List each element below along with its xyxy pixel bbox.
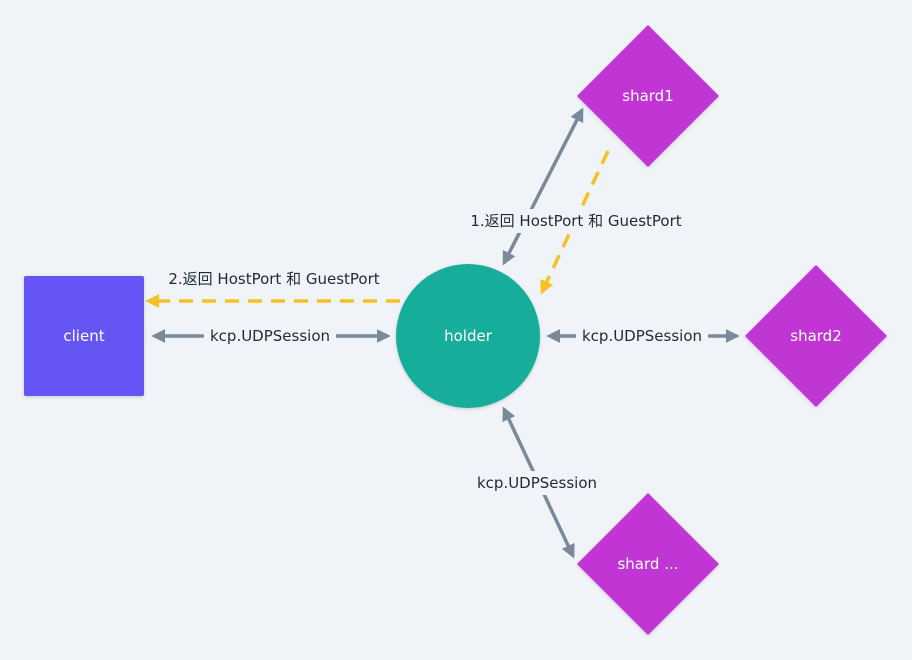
node-shard1[interactable]: shard1 <box>577 25 719 167</box>
edge-label-bg <box>204 324 336 348</box>
edge-label-bg <box>458 209 694 233</box>
edge-label-shard1-holder-return: 1.返回 HostPort 和 GuestPort <box>470 212 681 230</box>
edge-holder-shard1 <box>502 107 584 266</box>
shard-n-diamond <box>577 493 719 635</box>
client-box <box>24 276 144 396</box>
edge-label-bg <box>471 471 603 495</box>
node-shard-n[interactable]: shard ... <box>577 493 719 635</box>
shard1-diamond <box>577 25 719 167</box>
edge-label-holder-shard2: kcp.UDPSession <box>582 327 702 345</box>
edge-label-holder-client-return: 2.返回 HostPort 和 GuestPort <box>168 270 379 288</box>
edge-label-bg <box>576 324 708 348</box>
node-client[interactable]: client <box>24 276 144 396</box>
node-label-shard1: shard1 <box>622 87 673 105</box>
edge-label-holder-shard-n: kcp.UDPSession <box>477 474 597 492</box>
holder-circle <box>396 264 540 408</box>
edge-label-client-holder: kcp.UDPSession <box>210 327 330 345</box>
node-label-holder: holder <box>444 327 493 345</box>
node-shard2[interactable]: shard2 <box>745 265 887 407</box>
node-label-client: client <box>63 327 104 345</box>
node-label-shard2: shard2 <box>790 327 841 345</box>
node-label-shard-n: shard ... <box>617 555 678 573</box>
shard2-diamond <box>745 265 887 407</box>
node-holder[interactable]: holder <box>396 264 540 408</box>
